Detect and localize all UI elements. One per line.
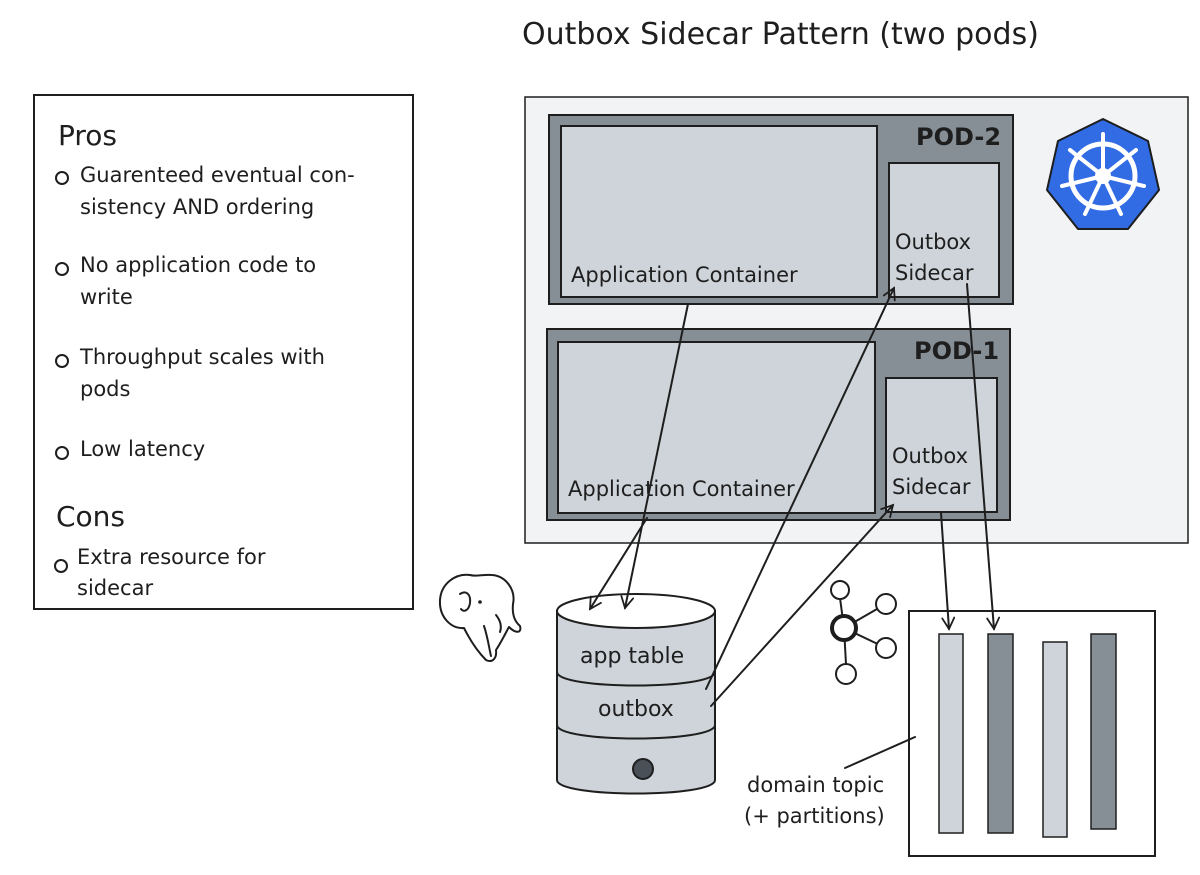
arrow-pod-1-sidecar-to-partition [940,512,956,631]
database-divider-2 [556,724,716,740]
database-top [556,593,716,629]
pros-item-1: Guarenteed eventual con- sistency AND or… [55,163,355,219]
partition-bar [987,633,1014,834]
database-app-table-label: app table [580,644,684,669]
pod-2-outbox-sidecar [888,162,1000,298]
pod-1-sidecar-label-line-2: Sidecar [892,475,971,499]
pros-item-1-line-1: Guarenteed eventual con- [80,163,355,187]
pod-1: Application Container Outbox Sidecar POD… [546,328,1011,521]
database-disk-icon [632,758,654,780]
pros-item-4-line-1: Low latency [80,437,205,461]
arrow-pod-2-sidecar-to-partition [966,283,1001,631]
cons-heading: Cons [56,500,125,533]
pros-item-4: Low latency [55,437,205,461]
arrows [589,283,1001,707]
diagram-title: Outbox Sidecar Pattern (two pods) [522,17,1039,52]
arrow-pod-1-app-to-database [589,517,648,611]
pod-1-sidecar-label-line-1: Outbox [892,444,968,468]
cons-item-1-line-1: Extra resource for [77,545,266,569]
partition-bar [938,633,964,834]
pros-item-3-line-1: Throughput scales with [79,345,325,369]
partition-bar [1042,641,1068,838]
database-outbox-label: outbox [598,697,674,722]
topic-label-line-2: (+ partitions) [744,804,885,828]
pros-cons-panel: Pros Guarenteed eventual con- sistency A… [33,94,414,610]
pod-1-outbox-sidecar [885,377,998,513]
kubernetes-logo-icon [1046,118,1160,230]
database-body [556,610,716,795]
pros-item-3-line-2: pods [80,377,130,401]
topic-label-line-1: domain topic [747,773,884,797]
pod-2-app-container [560,125,878,298]
pod-2-app-container-label: Application Container [571,263,798,287]
pod-1-label: POD-1 [914,337,999,365]
pros-item-2: No application code to write [55,253,316,309]
postgres-elephant-icon [438,573,522,662]
database: app table outbox [556,593,716,795]
pod-2: Application Container Outbox Sidecar POD… [548,114,1014,305]
cons-item-1: Extra resource for sidecar [54,545,266,600]
pod-1-app-container-label: Application Container [568,477,795,501]
pod-2-label: POD-2 [916,123,1001,151]
pod-2-sidecar-label-line-2: Sidecar [895,261,974,285]
pros-item-1-line-2: sistency AND ordering [80,195,314,219]
bullet-icon [55,262,69,276]
bullet-icon [55,446,69,460]
pros-heading: Pros [58,119,117,152]
cons-item-1-line-2: sidecar [77,576,153,600]
bullet-icon [55,171,69,185]
pros-item-3: Throughput scales with pods [55,345,325,401]
partition-bar [1090,633,1117,830]
arrow-outbox-to-pod-1-sidecar [710,503,895,707]
bullet-icon [55,354,69,368]
kafka-icon [830,580,897,685]
domain-topic [908,610,1156,857]
arrow-outbox-to-pod-2-sidecar [705,286,896,690]
pros-cons-border [33,94,414,610]
database-divider-1 [556,671,716,687]
topic-leader-line [844,736,916,769]
pod-1-app-container [557,341,876,514]
pros-item-2-line-2: write [80,285,133,309]
pod-2-sidecar-label-line-1: Outbox [895,230,971,254]
arrow-pod-2-app-to-database [620,303,689,610]
pros-item-2-line-1: No application code to [80,253,316,277]
bullet-icon [54,559,68,573]
